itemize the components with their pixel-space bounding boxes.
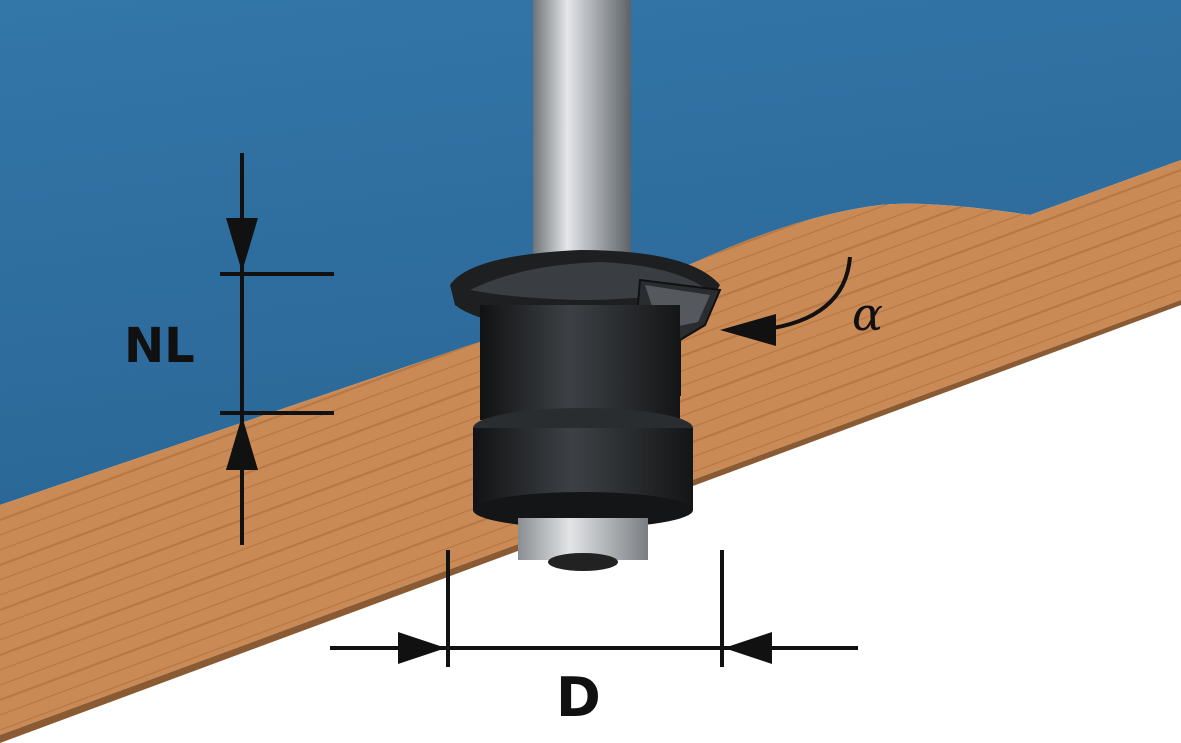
d-dimension xyxy=(330,550,858,667)
angle-indicator xyxy=(720,256,852,346)
nl-label: NL xyxy=(124,318,195,374)
d-arrow-left xyxy=(724,632,772,664)
angle-label: α xyxy=(852,287,883,341)
angle-arrowhead xyxy=(720,314,776,346)
bit-body xyxy=(480,305,680,420)
bit-shank xyxy=(533,0,631,270)
angle-arc xyxy=(759,256,852,332)
nut-bottom xyxy=(548,553,618,571)
nl-arrow-down xyxy=(226,218,258,272)
d-arrow-right xyxy=(398,632,446,664)
router-bit xyxy=(450,0,722,571)
nl-dimension xyxy=(220,153,334,545)
d-label: D xyxy=(556,666,601,729)
nl-arrow-up xyxy=(226,416,258,470)
